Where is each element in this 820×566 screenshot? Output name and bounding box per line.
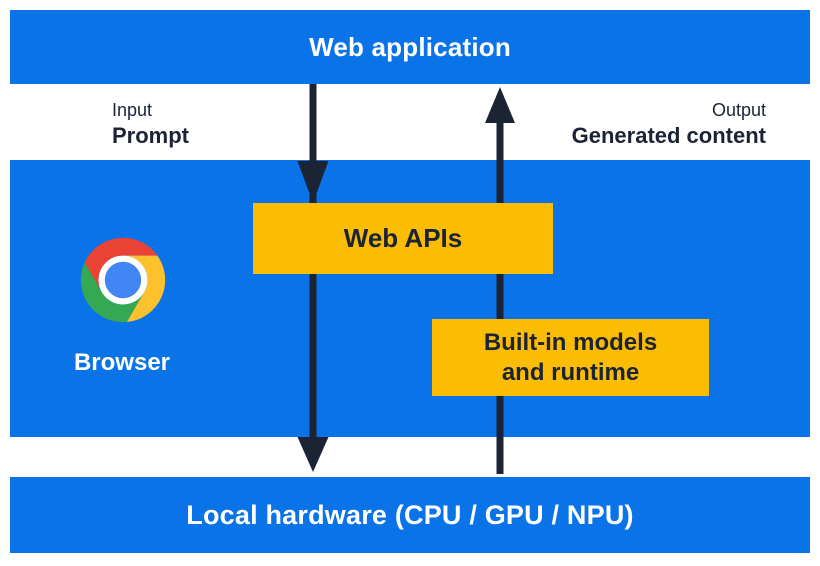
chrome-icon xyxy=(77,234,169,326)
builtin-models-label: Built-in models and runtime xyxy=(484,328,657,388)
builtin-models-line2: and runtime xyxy=(501,358,640,386)
browser-label: Browser xyxy=(73,349,171,376)
input-label-group: Input Prompt xyxy=(112,98,189,150)
web-apis-box: Web APIs xyxy=(253,203,553,274)
web-apis-label: Web APIs xyxy=(343,223,463,253)
builtin-models-box: Built-in models and runtime xyxy=(432,319,709,396)
output-caption: Output xyxy=(711,100,766,120)
builtin-models-line1: Built-in models xyxy=(483,328,658,356)
output-label-group: Output Generated content xyxy=(572,98,766,150)
local-hardware-label: Local hardware (CPU / GPU / NPU) xyxy=(186,499,634,530)
web-application-label: Web application xyxy=(309,31,511,62)
local-hardware-band: Local hardware (CPU / GPU / NPU) xyxy=(10,477,810,553)
input-value: Prompt xyxy=(112,123,189,148)
output-value: Generated content xyxy=(571,123,766,148)
input-caption: Input xyxy=(112,100,153,120)
chrome-logo-graphic xyxy=(80,237,166,323)
web-application-band: Web application xyxy=(10,10,810,84)
